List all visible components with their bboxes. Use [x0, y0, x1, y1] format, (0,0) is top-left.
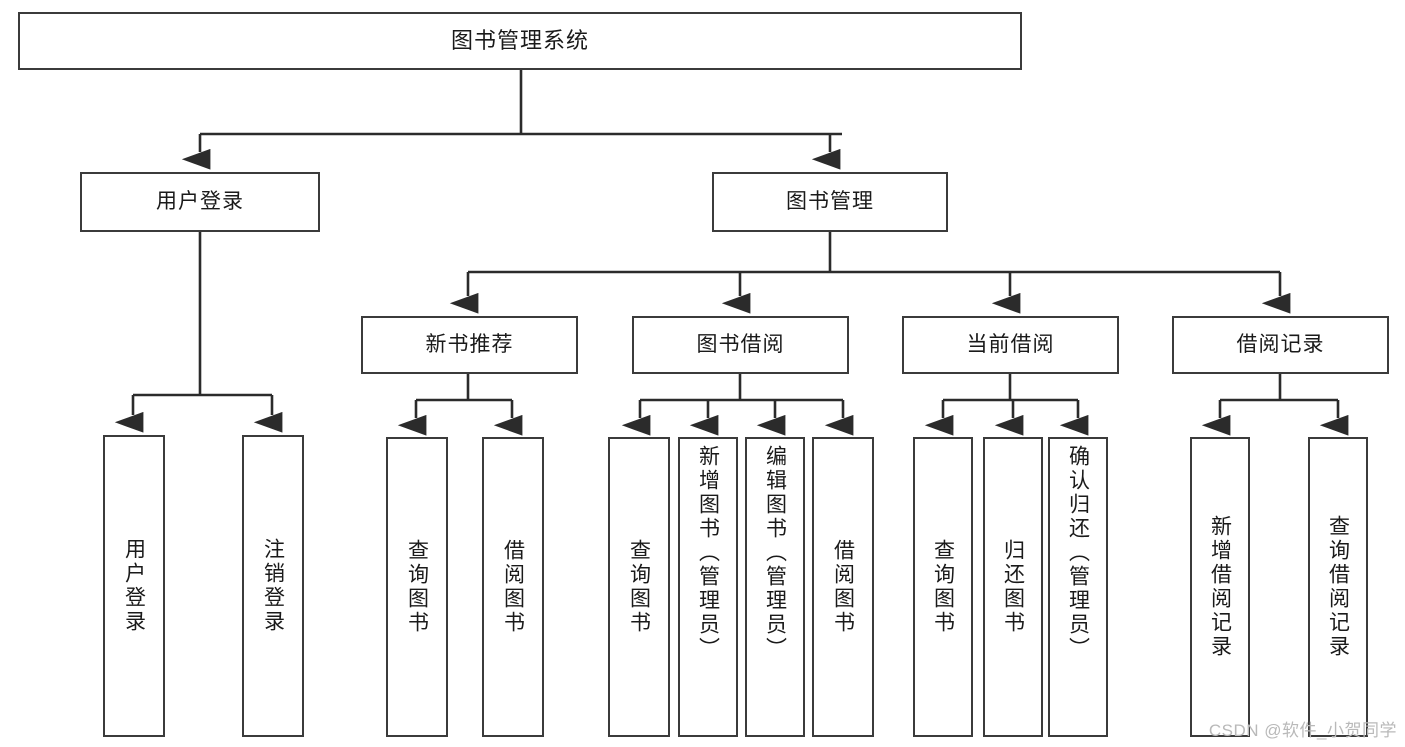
node-leaf-confirm-return-admin[interactable]: 确认归还（管理员）: [1048, 437, 1108, 737]
node-label: 确认归还（管理员）: [1066, 445, 1090, 661]
node-label: 当前借阅: [966, 332, 1055, 356]
leaf-text-wrap: 查询图书: [610, 439, 668, 735]
node-label: 借阅图书: [501, 539, 525, 635]
node-leaf-edit-book-admin[interactable]: 编辑图书（管理员）: [745, 437, 805, 737]
leaf-text-wrap: 借阅图书: [814, 439, 872, 735]
node-label: 用户登录: [122, 538, 146, 634]
node-label: 图书管理: [786, 189, 874, 213]
node-label: 查询图书: [405, 539, 429, 635]
node-leaf-query-book-recommend[interactable]: 查询图书: [386, 437, 448, 737]
node-label: 图书借阅: [696, 332, 785, 356]
leaf-text-wrap: 查询借阅记录: [1310, 439, 1366, 735]
node-label: 编辑图书（管理员）: [763, 445, 787, 661]
leaf-text-wrap: 新增借阅记录: [1192, 439, 1248, 735]
leaf-text-wrap: 归还图书: [985, 439, 1041, 735]
node-leaf-query-book-current[interactable]: 查询图书: [913, 437, 973, 737]
node-leaf-add-borrow-record[interactable]: 新增借阅记录: [1190, 437, 1250, 737]
node-leaf-query-borrow-record[interactable]: 查询借阅记录: [1308, 437, 1368, 737]
node-leaf-query-book-borrow[interactable]: 查询图书: [608, 437, 670, 737]
node-new-book-recommend[interactable]: 新书推荐: [361, 316, 578, 374]
node-book-management[interactable]: 图书管理: [712, 172, 948, 232]
node-label: 查询图书: [931, 539, 955, 635]
node-label: 新书推荐: [425, 332, 514, 356]
node-leaf-borrow-book-recommend[interactable]: 借阅图书: [482, 437, 544, 737]
node-user-login[interactable]: 用户登录: [80, 172, 320, 232]
node-label: 查询图书: [627, 539, 651, 635]
node-leaf-add-book-admin[interactable]: 新增图书（管理员）: [678, 437, 738, 737]
node-label: 归还图书: [1001, 539, 1025, 635]
csdn-watermark: CSDN @软件_小贺同学: [1208, 721, 1397, 740]
node-label: 借阅记录: [1236, 332, 1325, 356]
node-book-borrow[interactable]: 图书借阅: [632, 316, 849, 374]
node-label: 查询借阅记录: [1326, 515, 1350, 659]
leaf-text-wrap: 注销登录: [244, 437, 302, 735]
leaf-text-wrap: 用户登录: [105, 437, 163, 735]
leaf-text-wrap: 查询图书: [388, 439, 446, 735]
node-leaf-return-book[interactable]: 归还图书: [983, 437, 1043, 737]
node-root-book-management-system[interactable]: 图书管理系统: [18, 12, 1022, 70]
node-label: 新增图书（管理员）: [696, 445, 720, 661]
leaf-text-wrap: 查询图书: [915, 439, 971, 735]
node-label: 借阅图书: [831, 539, 855, 635]
node-label: 新增借阅记录: [1208, 515, 1232, 659]
node-current-borrow[interactable]: 当前借阅: [902, 316, 1119, 374]
node-borrow-record[interactable]: 借阅记录: [1172, 316, 1389, 374]
leaf-text-wrap: 借阅图书: [484, 439, 542, 735]
node-leaf-user-login[interactable]: 用户登录: [103, 435, 165, 737]
node-leaf-logout-login[interactable]: 注销登录: [242, 435, 304, 737]
node-label: 注销登录: [261, 538, 285, 634]
node-leaf-borrow-book-borrow[interactable]: 借阅图书: [812, 437, 874, 737]
node-label: 用户登录: [156, 189, 244, 213]
node-label: 图书管理系统: [450, 28, 589, 54]
